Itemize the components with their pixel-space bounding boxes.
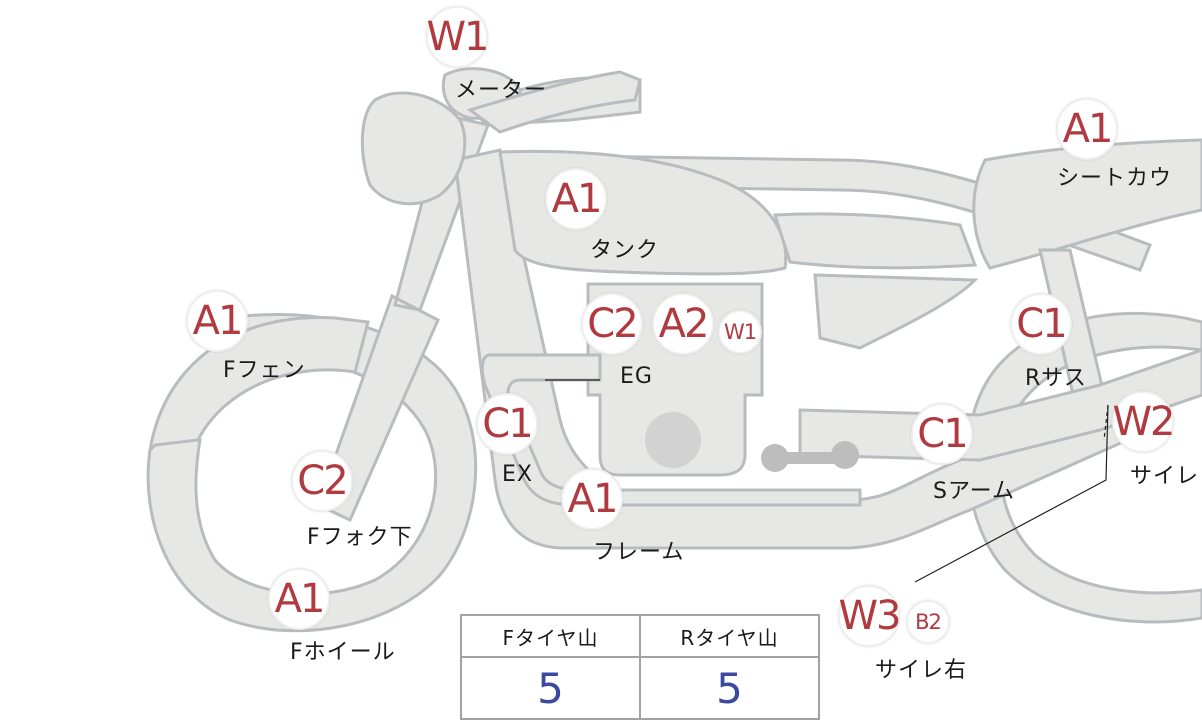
rear-tire-tread-header: Rタイヤ山 (639, 614, 820, 658)
grade-badge-engine-1: C2 (581, 293, 643, 355)
rear-tire-tread-value: 5 (639, 656, 820, 720)
grade-badge-seat-cowl: A1 (1056, 98, 1118, 160)
label-swing-arm: Sアーム (933, 479, 1015, 504)
side-cover-shape (813, 273, 979, 350)
leader-lines (545, 379, 1109, 583)
grade-badge-frame: A1 (561, 468, 623, 530)
exhaust-shape (480, 353, 862, 507)
engine-cover-shape (645, 412, 701, 468)
tire-tread-value-row: 5 5 (460, 656, 820, 720)
label-frame: フレーム (593, 540, 685, 565)
label-front-fork-lower: Fフォク下 (307, 525, 413, 550)
headlight-shape (360, 91, 467, 206)
grade-badge-muffler-right-2: B2 (906, 600, 950, 644)
seat-shape (772, 212, 978, 270)
label-muffler-right: サイレ右 (875, 658, 968, 683)
tire-tread-header-row: Fタイヤ山 Rタイヤ山 (460, 614, 820, 658)
grade-badge-engine-2: A2 (652, 293, 714, 355)
label-front-wheel: Fホイール (290, 640, 396, 665)
footrest-shape (761, 441, 859, 472)
grade-badge-meter: W1 (426, 6, 490, 68)
tire-tread-table: Fタイヤ山 Rタイヤ山 5 5 (460, 614, 820, 720)
label-rear-suspension: Rサス (1025, 366, 1087, 391)
grade-badge-muffler-right-1: W3 (838, 585, 902, 647)
grade-badge-exhaust: C1 (476, 393, 538, 455)
label-engine: EG (620, 364, 653, 389)
grade-badge-rear-suspension: C1 (1010, 293, 1072, 355)
handlebar-shape (466, 70, 642, 134)
grade-badge-front-wheel: A1 (268, 568, 330, 630)
label-meter: メーター (455, 78, 548, 103)
grade-badge-front-fender: A1 (186, 290, 248, 352)
front-tire-tread-header: Fタイヤ山 (460, 614, 641, 658)
front-fender-shape (147, 315, 370, 455)
label-exhaust: EX (502, 462, 533, 487)
swing-arm-shape (798, 348, 1202, 462)
grade-badge-swing-arm: C1 (911, 403, 973, 465)
label-tank: タンク (590, 238, 660, 263)
front-fork-shape (316, 113, 490, 523)
label-muffler-left: サイレ (1130, 464, 1200, 489)
label-seat-cowl: シートカウ (1057, 166, 1173, 191)
grade-badge-front-fork-lower: C2 (291, 450, 353, 512)
grade-badge-muffler-left: W2 (1112, 391, 1176, 453)
front-tire-tread-value: 5 (460, 656, 641, 720)
grade-badge-tank: A1 (545, 168, 607, 230)
label-front-fender: Fフェン (223, 358, 306, 383)
grade-badge-engine-3: W1 (718, 310, 762, 354)
